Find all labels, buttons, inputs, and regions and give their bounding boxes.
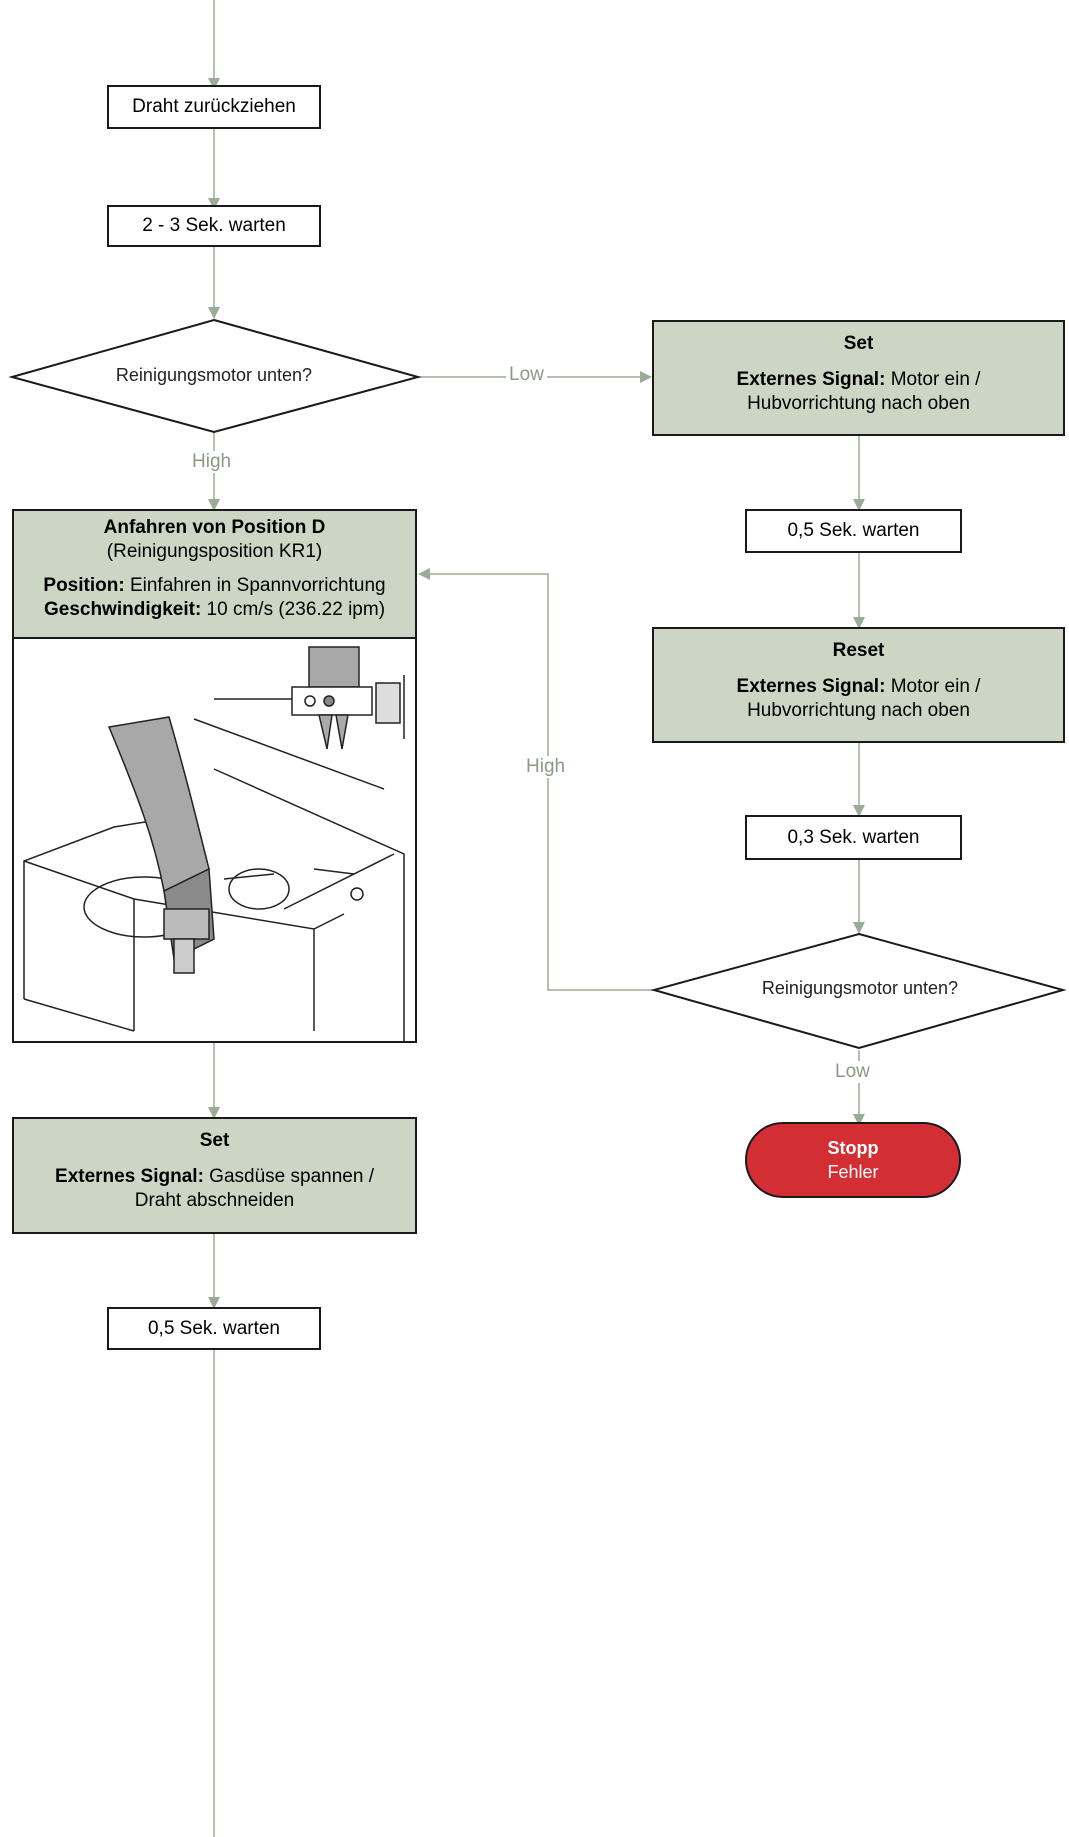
terminal-stop-error: Stopp Fehler (745, 1122, 961, 1198)
reset-title: Reset (832, 640, 885, 661)
edge-label-low-1: Low (506, 364, 547, 386)
cleaning-station-drawing (23, 646, 405, 1041)
decision-1-label: Reinigungsmotor unten? (115, 365, 313, 385)
position-d-position-line: Position: Einfahren in Spannvorrichtung (43, 575, 386, 596)
edge-label-high-1: High (189, 451, 235, 473)
stop-label: Stopp (827, 1138, 879, 1158)
step-draht-zurueckziehen: Draht zurückziehen (107, 85, 321, 129)
set1-line1: Externes Signal: Motor ein / (736, 369, 981, 390)
step-wait-03: 0,3 Sek. warten (745, 815, 962, 860)
step-wait-05-left: 0,5 Sek. warten (107, 1307, 321, 1350)
set2-title: Set (199, 1130, 230, 1151)
action-set-gasduese: Set Externes Signal: Gasdüse spannen / D… (12, 1117, 417, 1234)
action-position-d: Anfahren von Position D (Reinigungsposit… (12, 509, 417, 639)
reset-line1: Externes Signal: Motor ein / (736, 676, 981, 697)
decision-diamond-1 (8, 318, 422, 434)
step-wait-2-3: 2 - 3 Sek. warten (107, 205, 321, 247)
stop-error-label: Fehler (827, 1162, 879, 1182)
connector-decision2-high (418, 568, 654, 991)
set2-line1: Externes Signal: Gasdüse spannen / (55, 1166, 374, 1187)
step-draht-label: Draht zurückziehen (132, 96, 296, 117)
action-set-motor: Set Externes Signal: Motor ein / Hubvorr… (652, 320, 1065, 436)
edge-label-high-2: High (523, 756, 569, 778)
reset-line2: Hubvorrichtung nach oben (747, 700, 970, 721)
set1-line2: Hubvorrichtung nach oben (747, 393, 970, 414)
position-d-speed-line: Geschwindigkeit: 10 cm/s (236.22 ipm) (43, 599, 386, 620)
decision-2-label: Reinigungsmotor unten? (761, 978, 959, 998)
step-wait-05-left-label: 0,5 Sek. warten (147, 1317, 281, 1339)
step-wait-05-right: 0,5 Sek. warten (745, 509, 962, 553)
set1-title: Set (843, 333, 874, 354)
decision-diamond-2 (650, 932, 1067, 1050)
step-wait-2-3-label: 2 - 3 Sek. warten (142, 215, 286, 236)
cleaning-station-illustration (12, 637, 417, 1043)
edge-label-low-2: Low (832, 1061, 873, 1083)
step-wait-05-right-label: 0,5 Sek. warten (787, 520, 920, 541)
action-reset-motor: Reset Externes Signal: Motor ein / Hubvo… (652, 627, 1065, 743)
step-wait-03-label: 0,3 Sek. warten (787, 826, 920, 848)
position-d-subtitle: (Reinigungsposition KR1) (106, 541, 323, 562)
position-d-title: Anfahren von Position D (103, 517, 326, 538)
set2-line2: Draht abschneiden (134, 1190, 295, 1211)
